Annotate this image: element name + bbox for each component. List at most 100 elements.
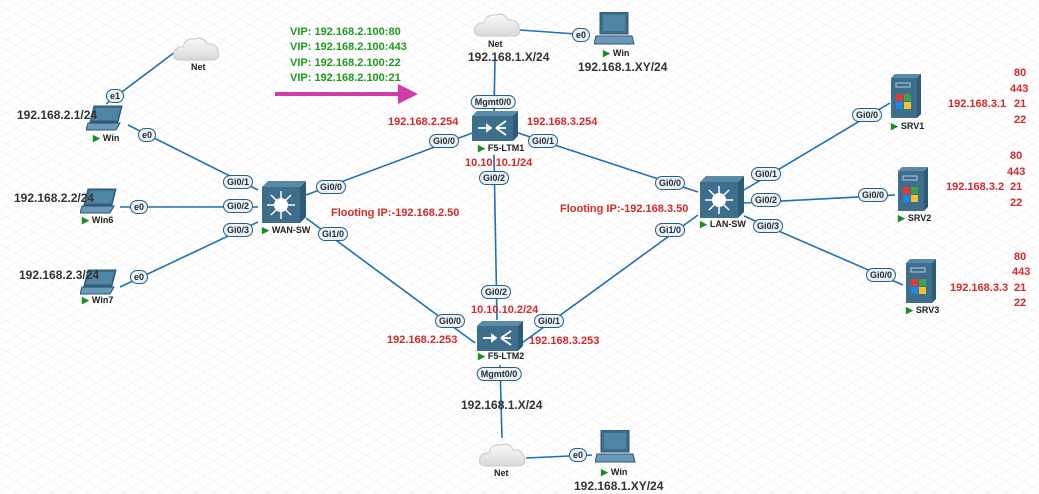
port-badge[interactable]: e0 — [571, 28, 591, 42]
running-icon: ▶ — [603, 48, 610, 58]
node-name: F5-LTM1 — [487, 143, 525, 153]
node-wan-sw[interactable] — [262, 181, 306, 228]
port-badge[interactable]: Gi0/0 — [851, 108, 883, 122]
server-port: 443 — [1007, 166, 1026, 178]
node-lan-sw[interactable] — [700, 176, 744, 223]
port-badge[interactable]: Gi0/2 — [480, 285, 512, 299]
server-port: 22 — [1014, 297, 1027, 309]
port-badge[interactable]: Gi0/0 — [857, 188, 889, 202]
port-badge[interactable]: Gi0/2 — [222, 199, 254, 213]
port-badge[interactable]: e0 — [129, 200, 149, 214]
node-label: ▶F5-LTM2 — [478, 351, 524, 362]
laptop-icon — [79, 188, 117, 214]
node-name: Win — [102, 133, 120, 143]
node-name: SRV1 — [900, 121, 925, 131]
running-icon: ▶ — [93, 133, 100, 143]
node-srv1[interactable] — [891, 74, 921, 123]
port-badge[interactable]: Gi0/1 — [750, 167, 782, 181]
port-badge[interactable]: Gi0/0 — [428, 134, 460, 148]
port-badge[interactable]: Gi0/3 — [752, 219, 784, 233]
server-port: 80 — [1010, 150, 1023, 162]
port-badge[interactable]: Gi0/0 — [434, 314, 466, 328]
port-badge[interactable]: Mgmt0/0 — [476, 367, 522, 381]
server-port: 443 — [1012, 266, 1031, 278]
node-net-bottom[interactable] — [478, 440, 528, 475]
port-badge[interactable]: Gi0/1 — [533, 314, 565, 328]
port-badge[interactable]: e0 — [129, 270, 149, 284]
port-badge[interactable]: Gi1/0 — [654, 223, 686, 237]
ip-label: 192.168.2.2/24 — [14, 191, 95, 205]
running-icon: ▶ — [478, 143, 485, 153]
port-badge[interactable]: Gi0/0 — [654, 176, 686, 190]
traffic-arrow — [275, 84, 418, 104]
running-icon: ▶ — [898, 213, 905, 223]
node-label: ▶Win — [603, 48, 629, 59]
port-badge[interactable]: Gi1/0 — [317, 227, 349, 241]
running-icon: ▶ — [601, 467, 608, 477]
running-icon: ▶ — [478, 351, 485, 361]
node-f5-ltm2[interactable] — [477, 321, 523, 356]
port-badge[interactable]: Mgmt0/0 — [470, 95, 516, 109]
ip-label: 10.10.10.1/24 — [465, 157, 533, 169]
ip-label: 192.168.3.253 — [529, 335, 600, 347]
node-f5-ltm1[interactable] — [472, 111, 518, 146]
cloud-icon — [474, 13, 521, 37]
desktop-icon — [593, 11, 635, 45]
node-name: Win — [612, 48, 630, 58]
port-badge[interactable]: Gi0/0 — [315, 180, 347, 194]
port-badge[interactable]: Gi0/1 — [222, 175, 254, 189]
port-badge[interactable]: Gi0/2 — [478, 171, 510, 185]
ip-label: 192.168.2.254 — [388, 116, 459, 128]
ip-label: 192.168.2.3/24 — [19, 268, 100, 282]
node-net-top[interactable] — [473, 10, 523, 45]
node-label: ▶SRV3 — [906, 305, 939, 316]
server-port: 80 — [1014, 251, 1027, 263]
node-label: Net — [191, 62, 206, 72]
ip-label: 192.168.1.X/24 — [461, 398, 543, 412]
running-icon: ▶ — [262, 225, 269, 235]
running-icon: ▶ — [906, 305, 913, 315]
switch-icon — [262, 181, 306, 223]
load-balancer-icon — [472, 111, 518, 141]
port-badge[interactable]: e1 — [105, 89, 125, 103]
node-srv2[interactable] — [898, 167, 928, 216]
node-name: SRV3 — [915, 305, 940, 315]
load-balancer-icon — [477, 321, 523, 351]
server-port: 21 — [1014, 282, 1027, 294]
port-badge[interactable]: e0 — [137, 128, 157, 142]
node-label: ▶SRV2 — [898, 213, 931, 224]
port-badge[interactable]: Gi0/0 — [865, 268, 897, 282]
server-ip: 192.168.3.1 — [948, 98, 1007, 110]
node-win-top[interactable] — [593, 11, 636, 53]
running-icon: ▶ — [82, 215, 89, 225]
node-label: ▶Win — [601, 467, 627, 478]
port-badge[interactable]: Gi0/3 — [222, 223, 254, 237]
desktop-icon — [594, 429, 636, 463]
node-win-top-left[interactable] — [85, 104, 126, 137]
node-name: LAN-SW — [709, 219, 746, 229]
node-win6[interactable] — [79, 187, 120, 220]
node-label: ▶LAN-SW — [700, 219, 746, 230]
node-label: ▶WAN-SW — [262, 225, 310, 236]
port-badge[interactable]: Gi0/2 — [750, 193, 782, 207]
server-ip: 192.168.3.3 — [950, 282, 1009, 294]
running-icon: ▶ — [700, 219, 707, 229]
node-label: ▶SRV1 — [891, 121, 924, 132]
running-icon: ▶ — [891, 121, 898, 131]
node-win7[interactable] — [79, 268, 120, 301]
node-win-bottom[interactable] — [594, 429, 637, 471]
cloud-icon — [479, 443, 526, 467]
node-name: Win — [610, 467, 628, 477]
ip-label: 192.168.2.253 — [387, 334, 458, 346]
node-net-top-left[interactable] — [172, 34, 222, 69]
port-badge[interactable]: Gi0/1 — [527, 134, 559, 148]
node-label: Net — [494, 468, 509, 478]
server-icon — [898, 167, 928, 211]
server-port: 21 — [1014, 98, 1027, 110]
server-port: 443 — [1010, 83, 1029, 95]
node-srv3[interactable] — [906, 259, 936, 308]
server-ip: 192.168.3.2 — [946, 181, 1005, 193]
port-badge[interactable]: e0 — [568, 448, 588, 462]
ip-label: 192.168.2.1/24 — [17, 108, 98, 122]
